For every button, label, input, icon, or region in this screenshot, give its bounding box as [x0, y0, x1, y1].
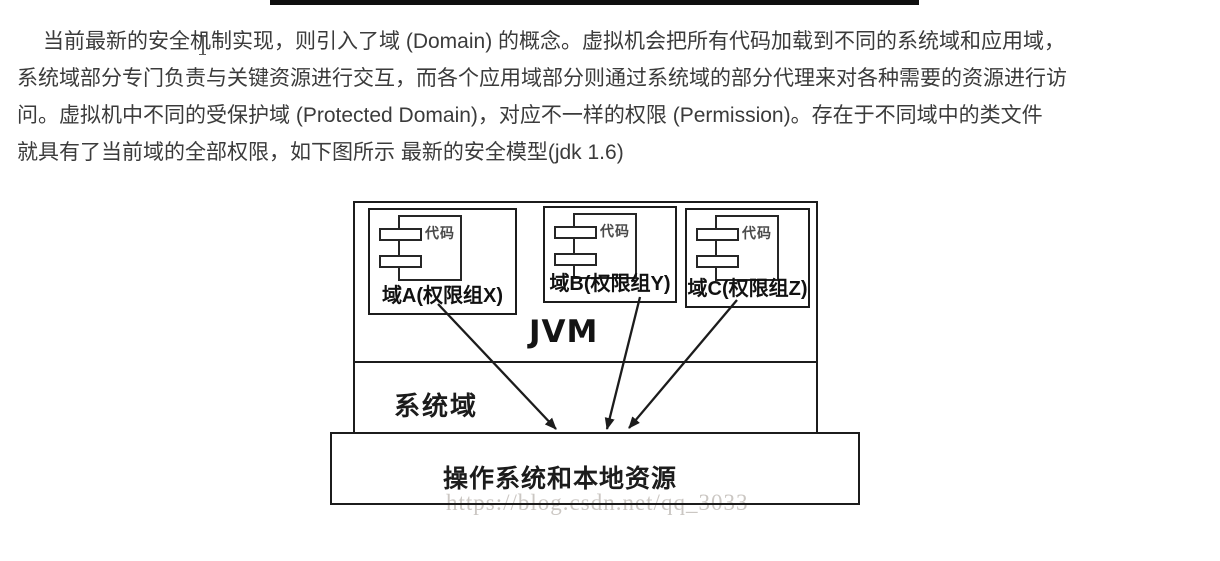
os-resources-box — [330, 432, 860, 505]
paragraph-line: 问。虚拟机中不同的受保护域 (Protected Domain)，对应不一样的权… — [17, 104, 1043, 127]
paragraph-line: 当前最新的安全机制实现，则引入了域 (Domain) 的概念。虚拟机会把所有代码… — [43, 30, 1066, 53]
jvm-container-box — [353, 201, 818, 361]
text-cursor-icon — [198, 35, 207, 55]
code-label: 代码 — [742, 225, 772, 241]
component-tab-icon — [379, 228, 422, 241]
paragraph-line: 系统域部分专门负责与关键资源进行交互，而各个应用域部分则通过系统域的部分代理来对… — [17, 67, 1067, 90]
system-domain-box — [353, 361, 818, 432]
component-tab-icon — [696, 255, 739, 268]
code-label: 代码 — [425, 225, 455, 241]
domain-b-box: 代码 域B(权限组Y) — [543, 206, 677, 303]
component-tab-icon — [554, 226, 597, 239]
watermark-url: https://blog.csdn.net/qq_3033 — [446, 490, 749, 515]
domain-a-label: 域A(权限组X) — [381, 285, 504, 307]
domain-c-box: 代码 域C(权限组Z) — [685, 208, 810, 308]
code-block-edge-bar — [270, 0, 919, 5]
component-tab-icon — [379, 255, 422, 268]
component-tab-icon — [696, 228, 739, 241]
jvm-label: JVM — [529, 314, 599, 350]
system-domain-label: 系统域 — [394, 392, 479, 421]
domain-b-label: 域B(权限组Y) — [549, 273, 671, 295]
component-icon — [398, 215, 462, 281]
code-label: 代码 — [600, 223, 630, 239]
domain-a-box: 代码 域A(权限组X) — [368, 208, 517, 315]
component-tab-icon — [554, 253, 597, 266]
domain-c-label: 域C(权限组Z) — [687, 278, 808, 300]
article-paragraph: 当前最新的安全机制实现，则引入了域 (Domain) 的概念。虚拟机会把所有代码… — [17, 23, 1207, 171]
component-icon — [573, 213, 637, 279]
paragraph-line: 就具有了当前域的全部权限，如下图所示 最新的安全模型(jdk 1.6) — [17, 141, 624, 164]
os-resources-label: 操作系统和本地资源 — [443, 466, 678, 493]
component-icon — [715, 215, 779, 281]
